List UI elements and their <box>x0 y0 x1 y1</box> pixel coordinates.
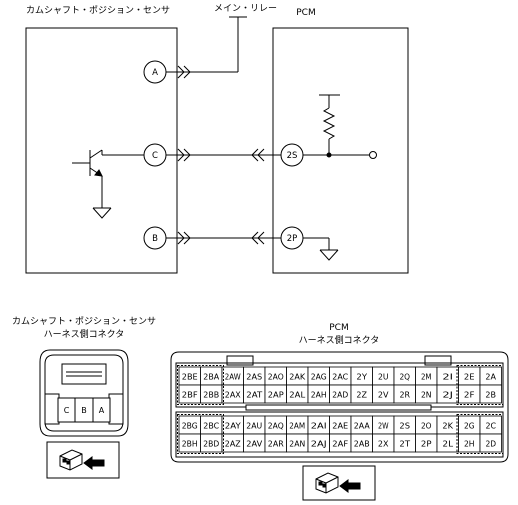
terminal-c-label: C <box>152 151 158 161</box>
pcm-pin-2f: 2F <box>464 391 475 400</box>
pcm-pin-2ay: 2AY <box>225 422 241 431</box>
pcm-label: PCM <box>296 8 315 18</box>
pcm-pin-2k: 2K <box>442 422 453 431</box>
sensor-connector-view-icon <box>46 441 120 479</box>
sensor-pin-b: B <box>81 406 87 415</box>
sensor-connector-title-line2: ハーネス側コネクタ <box>44 328 125 340</box>
pcm-pin-2af: 2AF <box>332 440 348 449</box>
terminal-b-circle <box>143 226 167 250</box>
pcm-pin-2h: 2H <box>464 440 475 449</box>
pcm-pin-2z: 2Z <box>356 391 367 400</box>
terminal-2p-label: 2P <box>287 234 298 244</box>
pcm-pin-2as: 2AS <box>246 373 262 382</box>
pcm-pin-2g: 2G <box>464 422 475 431</box>
pcm-pin-2ar: 2AR <box>268 440 284 449</box>
wire-a <box>166 16 247 79</box>
pcm-pin-2al: 2AL <box>289 391 305 400</box>
sensor-ground-icon <box>92 207 112 219</box>
pcm-pin-2r: 2R <box>399 391 410 400</box>
pcm-pin-2ak: 2AK <box>289 373 306 382</box>
transistor-icon <box>72 149 144 208</box>
pcm-pin-2n: 2N <box>421 391 432 400</box>
pcm-pin-2bc: 2BC <box>203 422 219 431</box>
pcm-connector-view-icon <box>302 465 376 501</box>
pcm-pin-2az: 2AZ <box>225 440 241 449</box>
pcm-pin-2am: 2AM <box>289 422 305 431</box>
camshaft-sensor-label: カムシャフト・ポジション・センサ <box>26 5 170 16</box>
wire-b-2p <box>166 231 282 245</box>
pcm-pin-2e: 2E <box>464 373 475 382</box>
pcm-pin-2aq: 2AQ <box>268 422 284 431</box>
pcm-pin-2d: 2D <box>485 440 496 449</box>
pcm-input-terminal-icon <box>369 151 377 159</box>
pcm-pin-2an: 2AN <box>289 440 305 449</box>
pcm-connector-title-line1: PCM <box>329 323 348 333</box>
pcm-pin-2w: 2W <box>378 422 389 431</box>
terminal-2s-label: 2S <box>287 151 298 161</box>
pcm-pin-2au: 2AU <box>246 422 262 431</box>
pcm-pin-2ao: 2AO <box>268 373 284 382</box>
pcm-pullup-circuit <box>303 94 369 158</box>
pcm-box <box>272 27 409 274</box>
pcm-unused-block-outline <box>177 365 224 405</box>
pcm-pin-2aa: 2AA <box>354 422 370 431</box>
pcm-pin-2bh: 2BH <box>182 440 198 449</box>
pcm-pin-2u: 2U <box>378 373 389 382</box>
pcm-pin-2ag: 2AG <box>311 373 327 382</box>
pcm-pin-2ah: 2AH <box>311 391 327 400</box>
pcm-pin-2av: 2AV <box>246 440 262 449</box>
pcm-pin-2ae: 2AE <box>332 422 348 431</box>
pcm-pin-2m: 2M <box>421 373 432 382</box>
pcm-pin-2b: 2B <box>485 391 496 400</box>
pcm-pin-2ai: 2AI <box>311 422 327 431</box>
pcm-pin-cell <box>479 433 502 453</box>
pcm-pin-2ab: 2AB <box>354 440 370 449</box>
pcm-pin-2q: 2Q <box>399 373 410 382</box>
pcm-unused-block-outline <box>456 365 504 405</box>
pcm-pin-2bf: 2BF <box>182 391 198 400</box>
pcm-pin-2j: 2J <box>442 391 453 400</box>
pcm-pin-cell <box>479 384 502 404</box>
main-relay-label: メイン・リレー <box>214 4 277 14</box>
pcm-pin-2ad: 2AD <box>332 391 348 400</box>
terminal-a-circle <box>143 60 167 84</box>
pcm-pin-2o: 2O <box>421 422 432 431</box>
wire-c-2s <box>166 148 282 162</box>
pcm-pin-2ax: 2AX <box>225 391 241 400</box>
pcm-pin-2bb: 2BB <box>203 391 219 400</box>
pcm-unused-block-outline <box>177 414 224 454</box>
pcm-pin-2aw: 2AW <box>225 373 241 382</box>
pcm-pin-2ac: 2AC <box>332 373 348 382</box>
pcm-pin-2bd: 2BD <box>203 440 219 449</box>
pcm-pin-2a: 2A <box>485 373 496 382</box>
pcm-pin-2l: 2L <box>442 440 453 449</box>
pcm-pin-2x: 2X <box>378 440 389 449</box>
pcm-pin-2ba: 2BA <box>203 373 219 382</box>
sensor-pin-c: C <box>64 406 70 415</box>
pcm-pin-2t: 2T <box>399 440 410 449</box>
pcm-pin-2s: 2S <box>399 422 410 431</box>
sensor-pin-a: A <box>99 406 105 415</box>
pcm-pin-2aj: 2AJ <box>311 440 327 449</box>
terminal-b-label: B <box>152 234 158 244</box>
pcm-pin-2p: 2P <box>421 440 432 449</box>
pcm-pin-2v: 2V <box>378 391 389 400</box>
sensor-connector-body <box>39 349 129 437</box>
pcm-pin-2y: 2Y <box>356 373 367 382</box>
pcm-pin-2at: 2AT <box>246 391 262 400</box>
sensor-connector-title-line1: カムシャフト・ポジション・センサ <box>12 316 156 327</box>
pcm-connector-cells: 2BE 2BA 2AW 2AS 2AO 2AK 2AG 2AC 2Y 2U 2Q 2M 2I 2E 2A 2B… <box>177 365 504 454</box>
pcm-pin-2be: 2BE <box>182 373 198 382</box>
pcm-unused-block-outline <box>456 414 504 454</box>
pcm-pin-2bg: 2BG <box>182 422 198 431</box>
camshaft-sensor-box <box>25 27 178 274</box>
pcm-pin-2i: 2I <box>442 373 453 382</box>
pcm-pin-2ap: 2AP <box>268 391 284 400</box>
terminal-a-label: A <box>152 68 158 78</box>
pcm-ground-icon <box>303 237 339 261</box>
pcm-connector-title-line2: ハーネス側コネクタ <box>299 334 380 346</box>
pcm-pin-2c: 2C <box>485 422 496 431</box>
